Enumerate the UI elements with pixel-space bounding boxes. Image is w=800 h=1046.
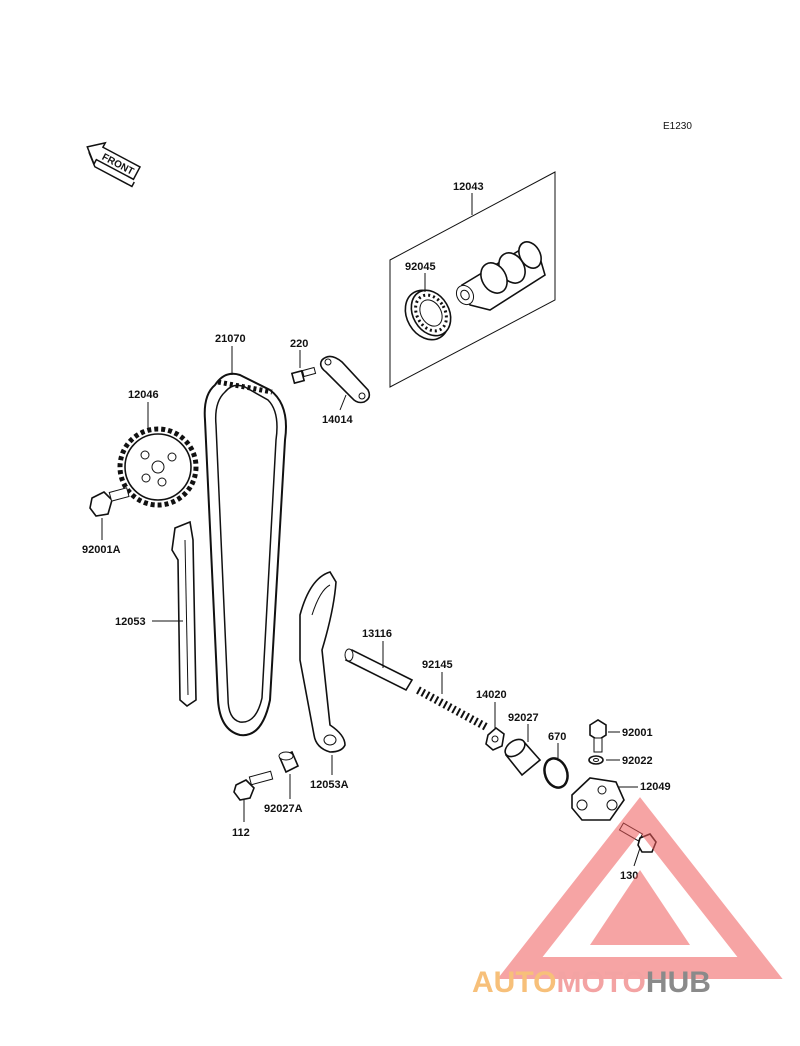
callout-14020: 14020 <box>476 689 507 728</box>
callout-130: 130 <box>620 847 641 882</box>
watermark-moto: MOTO <box>556 966 645 999</box>
part-number-92045: 92045 <box>405 261 436 273</box>
part-number-130: 130 <box>620 870 638 882</box>
chain-guide-14014-part <box>319 355 371 404</box>
bolt-112-part <box>233 770 274 801</box>
part-number-12053A: 12053A <box>310 779 349 791</box>
part-number-92022: 92022 <box>622 755 653 767</box>
camshaft-group-box <box>389 171 556 388</box>
collar-92027-part <box>504 738 542 777</box>
callout-92027: 92027 <box>508 712 539 742</box>
tensioner-guide-12053A-part <box>299 571 346 753</box>
callout-92145: 92145 <box>422 659 453 694</box>
callout-12049: 12049 <box>618 781 671 793</box>
chain-guide-12053-part <box>171 520 197 708</box>
collar-92027A-part <box>278 750 300 774</box>
callout-21070: 21070 <box>215 333 246 375</box>
tensioner-body-12049-part <box>571 777 625 821</box>
sprocket-part <box>117 426 199 508</box>
part-number-14020: 14020 <box>476 689 507 701</box>
part-number-92001: 92001 <box>622 727 653 739</box>
callout-12053A: 12053A <box>310 755 349 791</box>
part-number-21070: 21070 <box>215 333 246 345</box>
cam-chain-part <box>203 372 287 737</box>
camshaft-part <box>455 241 546 311</box>
callout-14014: 14014 <box>322 394 353 426</box>
part-number-12053: 12053 <box>115 616 146 628</box>
rod-13116-part <box>344 648 414 692</box>
watermark-auto: AUTO <box>472 966 556 999</box>
part-number-13116: 13116 <box>362 628 392 640</box>
front-direction-arrow-icon: FRONT <box>86 141 142 188</box>
part-number-12043: 12043 <box>453 181 484 193</box>
callout-12053: 12053 <box>115 616 183 628</box>
bolt-92001A-part <box>89 487 130 517</box>
callout-220: 220 <box>290 338 308 368</box>
part-number-92027A: 92027A <box>264 803 303 815</box>
callout-670: 670 <box>548 731 566 758</box>
nut-14020-part <box>485 726 505 751</box>
callout-12046: 12046 <box>128 389 159 428</box>
part-number-112: 112 <box>232 827 250 839</box>
callout-92027A: 92027A <box>264 774 303 815</box>
part-number-220: 220 <box>290 338 308 350</box>
spring-92145-part <box>416 686 490 732</box>
part-number-670: 670 <box>548 731 566 743</box>
part-number-14014: 14014 <box>322 414 353 426</box>
part-number-92001A: 92001A <box>82 544 121 556</box>
callout-13116: 13116 <box>362 628 392 668</box>
watermark-logo: AUTOMOTOHUB <box>472 797 783 999</box>
o-ring-670-part <box>543 757 569 789</box>
watermark-hub: HUB <box>646 966 711 999</box>
watermark-text: AUTOMOTOHUB <box>472 966 711 999</box>
washer-92022-part <box>588 755 604 765</box>
part-number-12049: 12049 <box>640 781 671 793</box>
callout-12043: 12043 <box>453 181 484 215</box>
bearing-part <box>404 289 452 341</box>
callout-92022: 92022 <box>606 755 653 767</box>
callout-112: 112 <box>232 800 250 839</box>
part-number-92145: 92145 <box>422 659 453 671</box>
bolt-220-part <box>290 366 317 385</box>
part-number-92027: 92027 <box>508 712 539 724</box>
callout-92001A: 92001A <box>82 518 121 556</box>
reference-code: E1230 <box>663 121 692 132</box>
callout-92045: 92045 <box>405 261 436 292</box>
watermark-triangle-icon <box>497 797 783 979</box>
part-number-12046: 12046 <box>128 389 159 401</box>
callout-92001: 92001 <box>608 727 653 739</box>
bolt-92001-part <box>589 719 607 753</box>
